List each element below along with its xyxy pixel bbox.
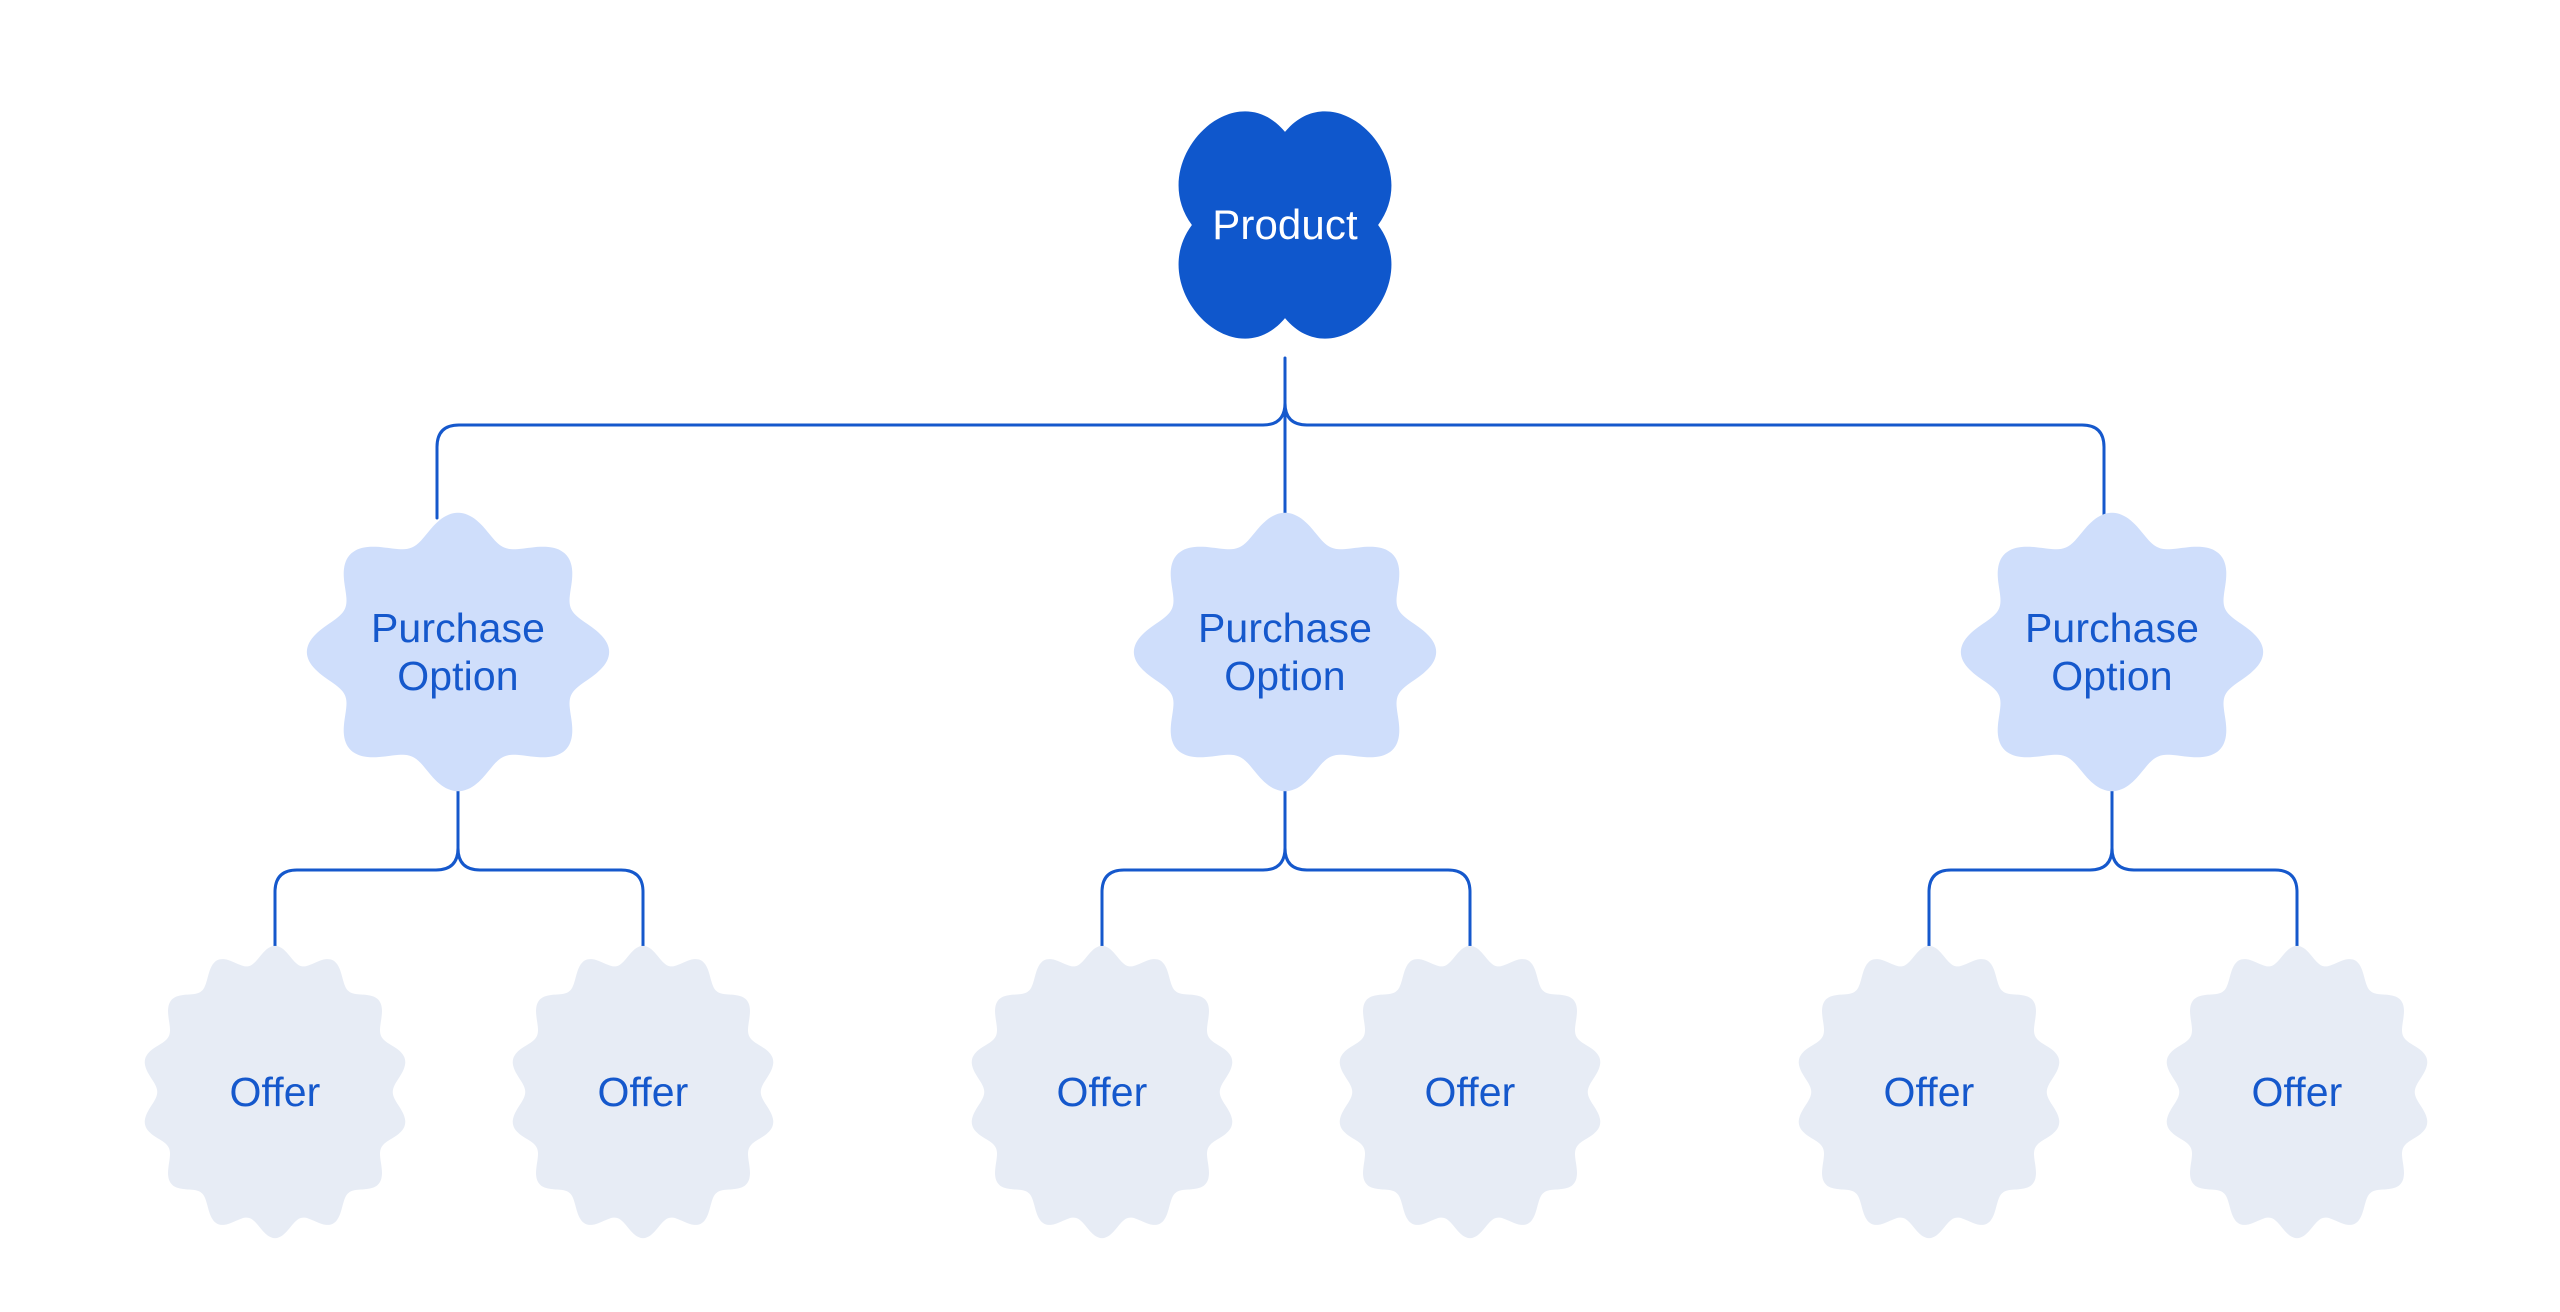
connector-purchase-option-2-to-offer-a <box>1100 844 1287 964</box>
node-purchase-option-3 <box>1960 512 2264 792</box>
node-layer <box>144 111 2428 1239</box>
node-offer-1b <box>512 945 774 1239</box>
node-offer-2b <box>1339 945 1601 1239</box>
node-offer-1a <box>144 945 406 1239</box>
connector-layer <box>273 356 2299 964</box>
node-offer-3b <box>2166 945 2428 1239</box>
connector-product-to-purchase-option-1 <box>435 397 1287 520</box>
connector-purchase-option-3-to-offer-b <box>2110 844 2299 964</box>
connector-purchase-option-1-to-offer-b <box>456 844 645 964</box>
connector-purchase-option-3-to-offer-a <box>1927 844 2114 964</box>
connector-purchase-option-1-to-offer-a <box>273 844 460 964</box>
node-product <box>1178 111 1392 339</box>
node-offer-2a <box>971 945 1233 1239</box>
connector-purchase-option-2-to-offer-b <box>1283 844 1472 964</box>
connector-product-to-purchase-option-3 <box>1283 397 2106 520</box>
node-purchase-option-1 <box>306 512 610 792</box>
node-purchase-option-2 <box>1133 512 1437 792</box>
node-offer-3a <box>1798 945 2060 1239</box>
